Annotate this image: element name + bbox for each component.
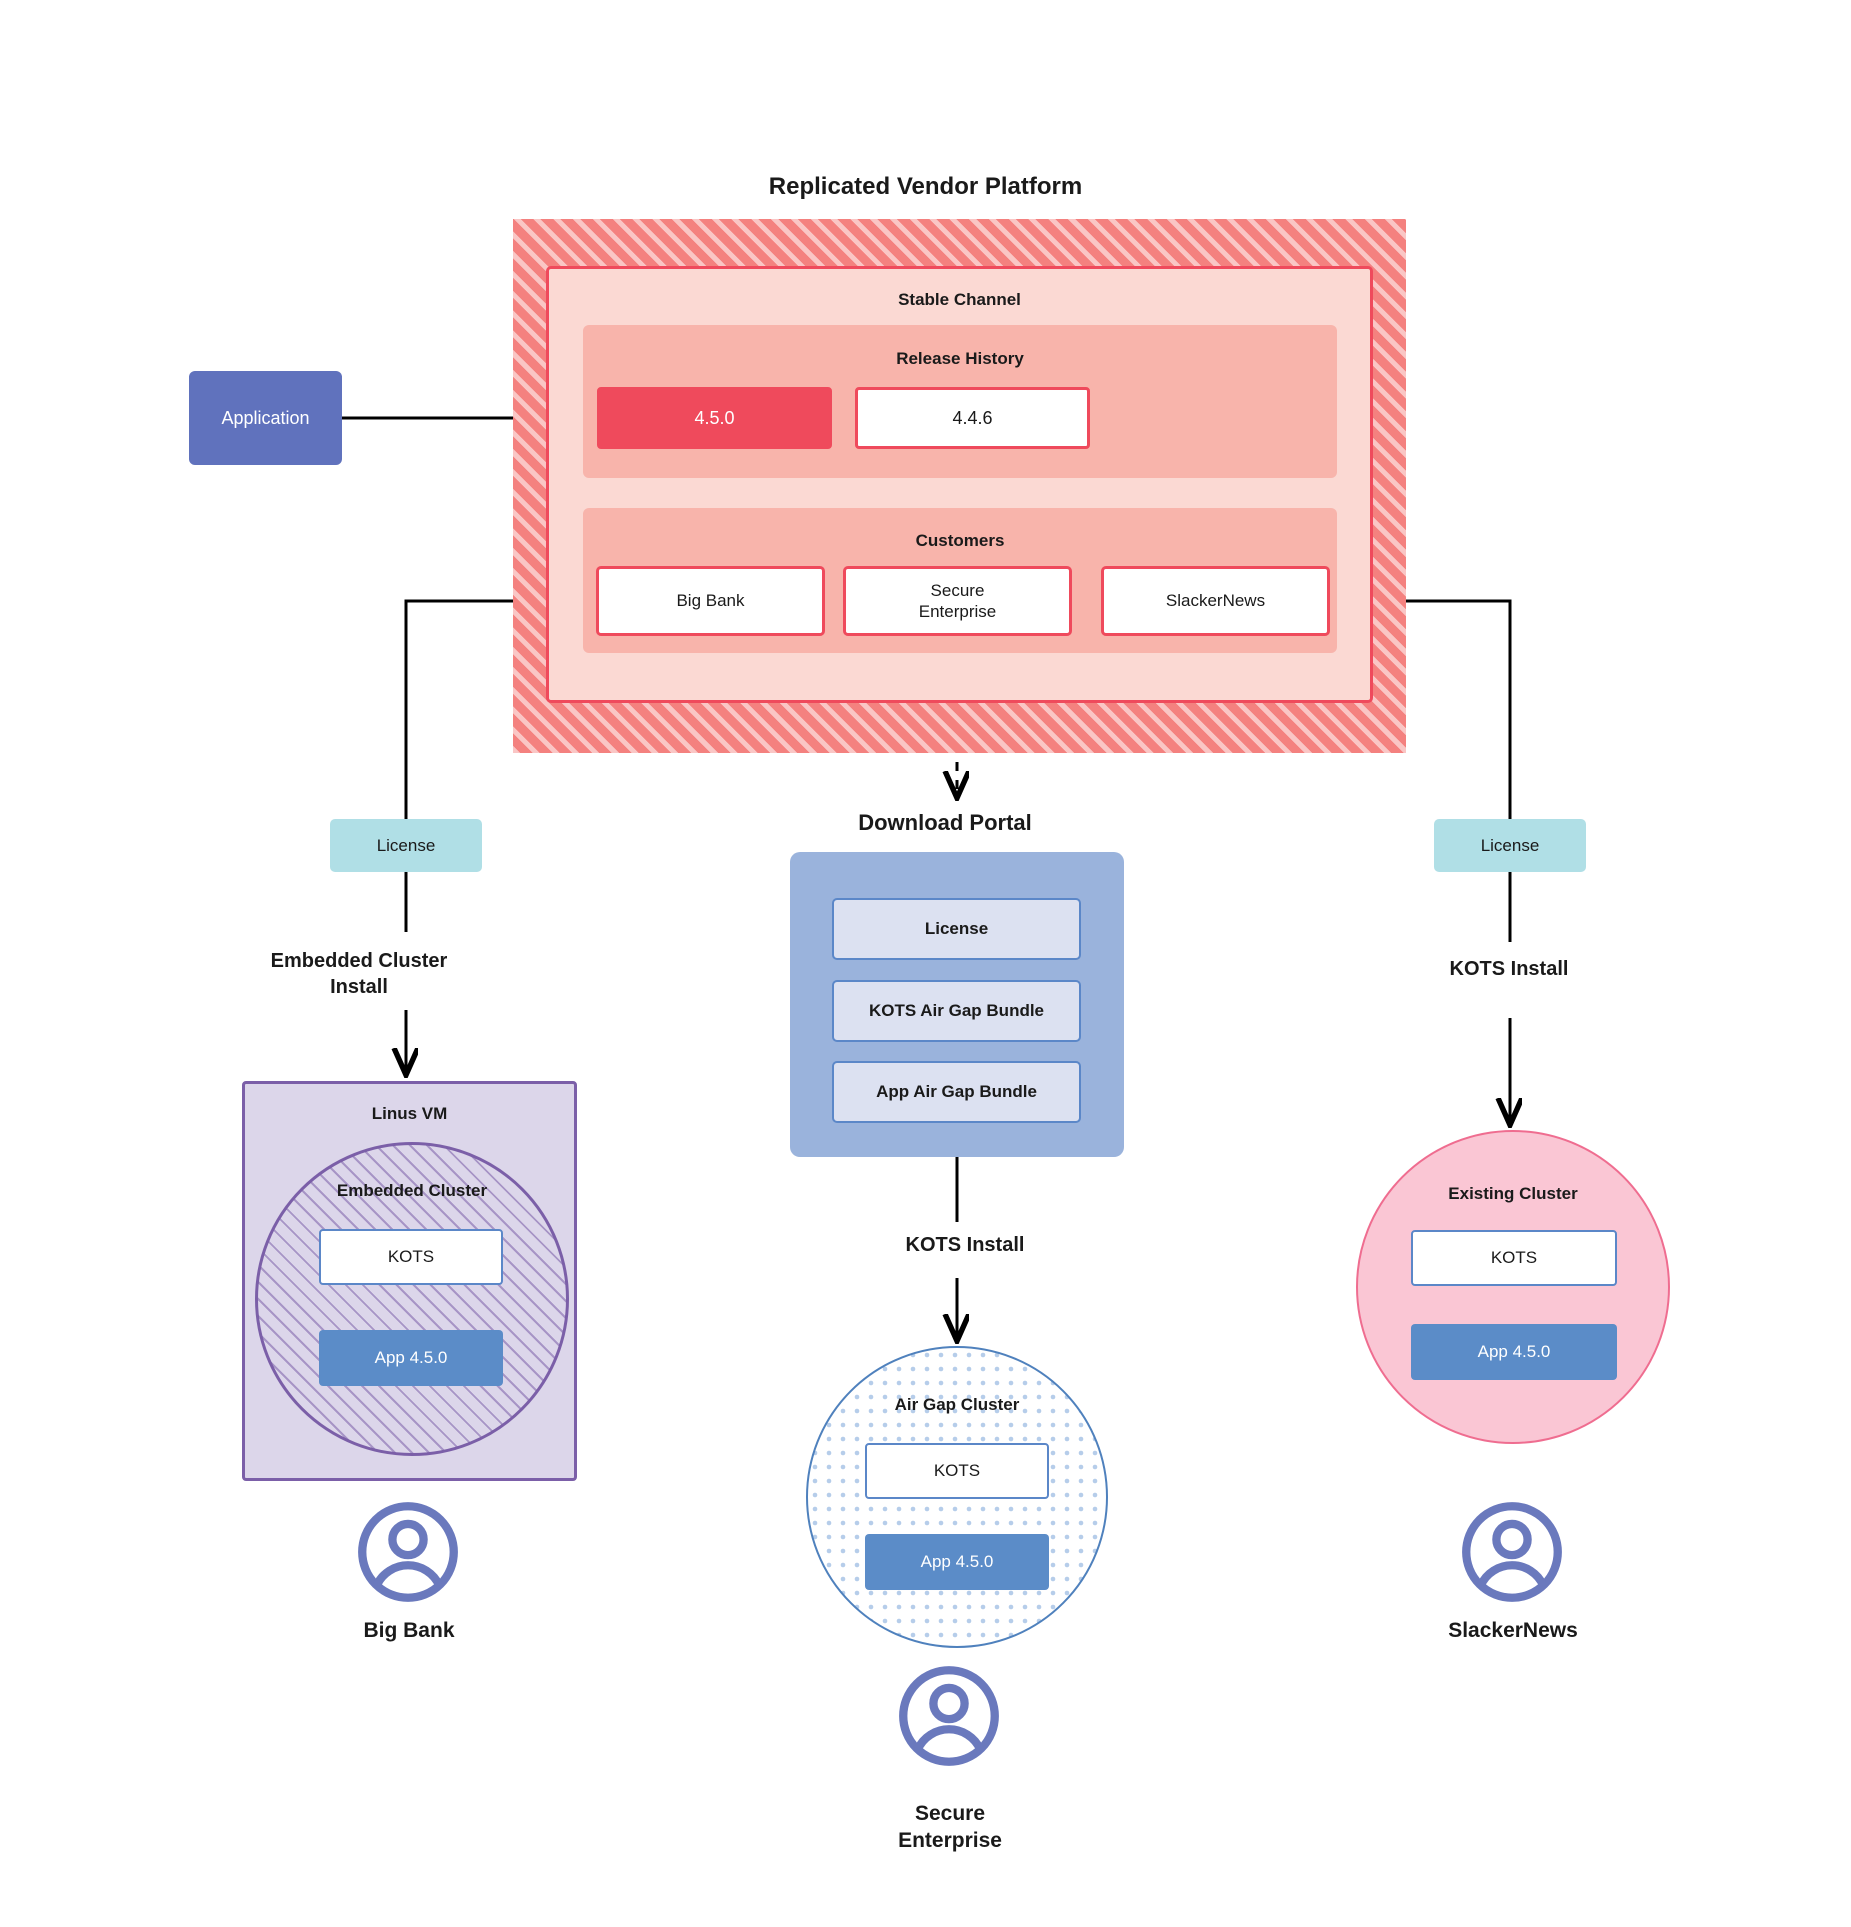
customers-label: Customers: [915, 531, 1005, 550]
embedded-cluster-boundary: [255, 1142, 569, 1456]
flow-label-embedded-cluster-install: Embedded Cluster Install: [270, 950, 448, 998]
app-node-left[interactable]: App 4.5.0: [319, 1330, 503, 1386]
air-gap-cluster-label: Air Gap Cluster: [894, 1395, 1020, 1414]
app-node-middle[interactable]: App 4.5.0: [865, 1534, 1049, 1590]
user-avatar-icon: [356, 1500, 460, 1604]
persona-label-slackernews: SlackerNews: [1448, 1619, 1578, 1642]
embedded-cluster-label: Embedded Cluster: [336, 1181, 488, 1200]
user-avatar-icon: [897, 1664, 1001, 1768]
download-portal-title: Download Portal: [858, 810, 1032, 835]
download-portal-item-license[interactable]: License: [832, 898, 1081, 960]
application-node[interactable]: Application: [189, 371, 342, 465]
linux-vm-label: Linus VM: [371, 1104, 448, 1123]
stable-channel-label: Stable Channel: [898, 290, 1021, 309]
kots-node-right[interactable]: KOTS: [1411, 1230, 1617, 1286]
customer-slackernews[interactable]: SlackerNews: [1101, 566, 1330, 636]
app-node-right[interactable]: App 4.5.0: [1411, 1324, 1617, 1380]
user-avatar-icon: [1460, 1500, 1564, 1604]
license-chip-right[interactable]: License: [1434, 819, 1586, 872]
persona-label-secure-enterprise: Secure Enterprise: [898, 1802, 1002, 1853]
release-history-label: Release History: [896, 349, 1024, 368]
kots-node-left[interactable]: KOTS: [319, 1229, 503, 1285]
page-title: Replicated Vendor Platform: [768, 173, 1083, 200]
license-chip-left[interactable]: License: [330, 819, 482, 872]
kots-node-middle[interactable]: KOTS: [865, 1443, 1049, 1499]
release-item-previous[interactable]: 4.4.6: [855, 387, 1090, 449]
persona-label-big-bank: Big Bank: [363, 1619, 455, 1642]
customer-big-bank[interactable]: Big Bank: [596, 566, 825, 636]
download-portal-item-app-air-gap-bundle[interactable]: App Air Gap Bundle: [832, 1061, 1081, 1123]
download-portal-item-kots-air-gap-bundle[interactable]: KOTS Air Gap Bundle: [832, 980, 1081, 1042]
existing-cluster-label: Existing Cluster: [1448, 1184, 1578, 1203]
flow-label-kots-install-right: KOTS Install: [1449, 958, 1569, 980]
flow-label-kots-install-middle: KOTS Install: [905, 1234, 1025, 1256]
release-item-current[interactable]: 4.5.0: [597, 387, 832, 449]
customer-secure-enterprise[interactable]: Secure Enterprise: [843, 566, 1072, 636]
existing-cluster-boundary: [1356, 1130, 1670, 1444]
